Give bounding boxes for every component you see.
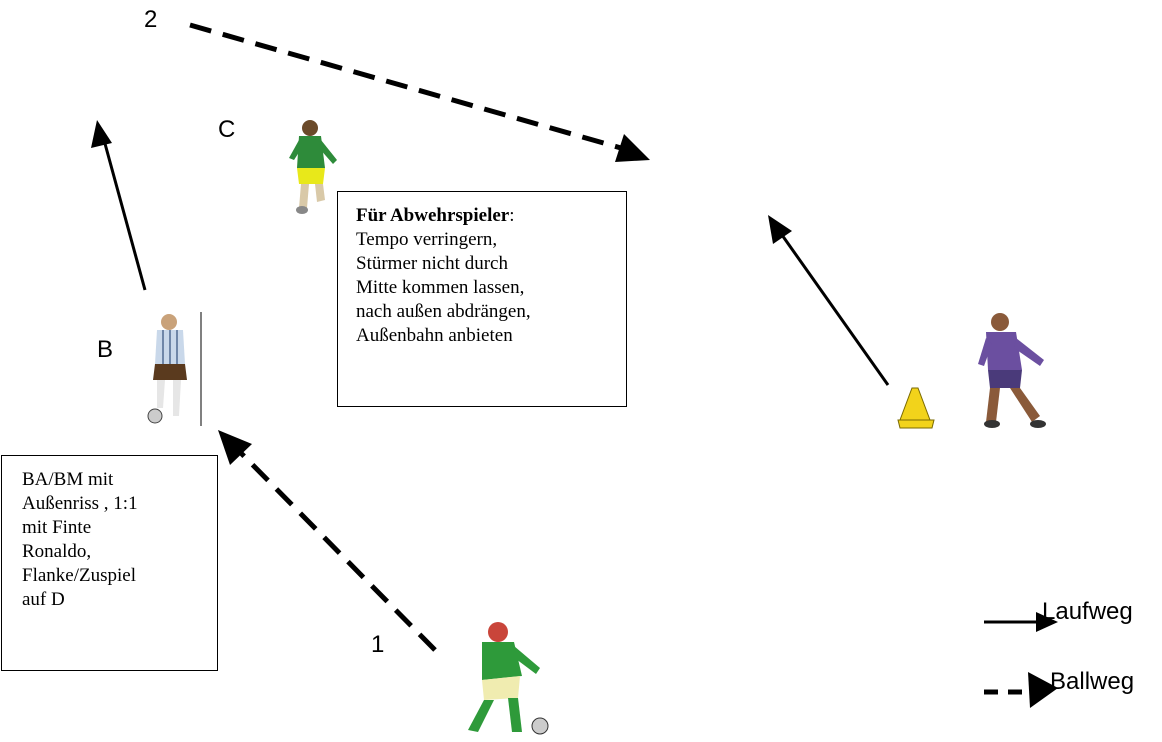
player-bottom-figure bbox=[468, 622, 549, 735]
ball-path-2 bbox=[189, 22, 629, 153]
run-path-right-arrowhead bbox=[768, 215, 792, 244]
ball-path-1 bbox=[238, 450, 437, 652]
player-right-figure bbox=[978, 313, 1046, 428]
drill-line-2: Außenriss , 1:1 bbox=[22, 493, 138, 514]
defender-heading-suffix: : bbox=[509, 205, 515, 226]
label-position-1: 1 bbox=[371, 631, 385, 658]
drill-line-4: Ronaldo, bbox=[22, 541, 92, 562]
defender-line-5: Außenbahn anbieten bbox=[356, 325, 513, 346]
defender-line-3: Mitte kommen lassen, bbox=[356, 277, 525, 298]
legend-ball-label: Ballweg bbox=[1050, 668, 1135, 695]
legend-run-label: Laufweg bbox=[1042, 598, 1133, 625]
drill-line-3: mit Finte bbox=[22, 517, 92, 538]
defender-line-4: nach außen abdrängen, bbox=[356, 301, 531, 322]
defender-line-1: Tempo verringern, bbox=[356, 229, 498, 250]
defender-heading: Für Abwehrspieler bbox=[356, 205, 510, 226]
ball-path-1-arrowhead bbox=[218, 430, 252, 465]
ball-path-2-arrowhead bbox=[615, 134, 650, 162]
legend-run-arrowhead bbox=[1036, 612, 1058, 632]
label-position-2: 2 bbox=[144, 6, 158, 33]
player-b-figure bbox=[147, 314, 187, 424]
run-path-right bbox=[780, 234, 890, 386]
label-position-c: C bbox=[218, 116, 236, 143]
run-path-b-arrowhead bbox=[91, 120, 112, 148]
run-path-b bbox=[102, 139, 147, 291]
drill-line-1: BA/BM mit bbox=[22, 469, 114, 490]
drill-line-5: Flanke/Zuspiel bbox=[22, 565, 136, 586]
drill-line-6: auf D bbox=[22, 589, 65, 610]
drill-description-box: BA/BM mit Außenriss , 1:1 mit Finte Rona… bbox=[1, 455, 218, 671]
defender-line-2: Stürmer nicht durch bbox=[356, 253, 508, 274]
defender-instructions-box: Für Abwehrspieler: Tempo verringern, Stü… bbox=[337, 191, 627, 407]
legend-ball-arrowhead bbox=[1028, 672, 1058, 708]
defender-heading-line: Für Abwehrspieler: bbox=[356, 204, 608, 228]
label-position-b: B bbox=[97, 336, 114, 363]
player-c-figure bbox=[289, 120, 337, 214]
cone-marker bbox=[897, 387, 935, 429]
